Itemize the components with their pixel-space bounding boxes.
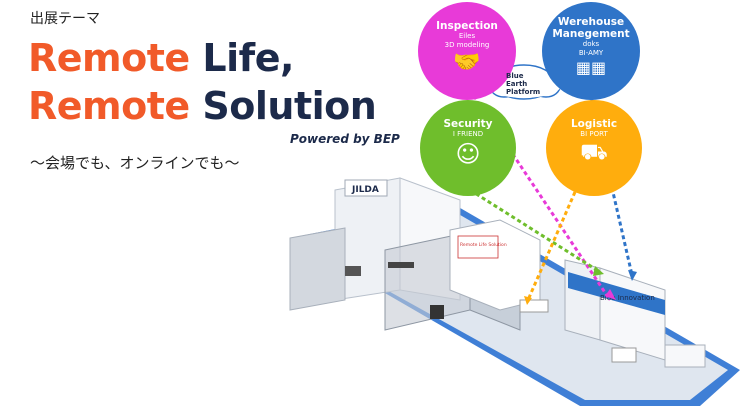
boxes-icon: ▦▦ (575, 58, 607, 77)
arrow-logistic-head (524, 296, 532, 305)
sign-center (457, 235, 499, 259)
arrow-logistic (526, 191, 577, 301)
booth-panel-left (289, 227, 346, 311)
arrow-inspection-head (605, 289, 616, 300)
cloud-label: Blue Earth Platform (506, 72, 540, 96)
counter-2 (611, 347, 637, 363)
counter-3 (664, 344, 706, 368)
security-title: Security (443, 118, 493, 130)
table-2 (388, 262, 414, 268)
cloud-line-2: Earth (506, 80, 528, 88)
sign-left (344, 179, 388, 197)
warehouse-title-1: Werehouse (557, 16, 625, 28)
security-sub1: I FRIEND (452, 130, 484, 138)
theme-label: 出展テーマ (30, 11, 100, 27)
subtitle: 〜会場でも、オンラインでも〜 (30, 154, 240, 172)
warehouse-title-2: Manegement (552, 28, 630, 40)
inspection-sub1: Eiles (458, 32, 476, 40)
inspection-title: Inspection (436, 20, 498, 32)
sign-center-text: Remote Life Solution (460, 242, 507, 248)
handshake-icon: 🤝 (453, 50, 481, 75)
security-circle: Security I FRIEND ☺ (420, 100, 516, 196)
warehouse-circle: Werehouse Manegement doks BI-AMY ▦▦ (542, 2, 640, 100)
headline-line-2: Remote Solution (28, 84, 377, 128)
table-1 (345, 266, 361, 276)
logistic-circle: Logistic BI PORT ⛟ (546, 100, 642, 196)
guard-icon: ☺ (455, 140, 481, 168)
warehouse-sub2: BI-AMY (578, 49, 604, 57)
arrow-security (469, 188, 601, 274)
headline-line-1: Remote Life, (28, 36, 294, 80)
arrow-security-head (593, 266, 604, 276)
headline-2-navy: Solution (189, 84, 377, 128)
inspection-circle: Inspection Eiles 3D modeling 🤝 (418, 2, 516, 100)
sign-right-band (568, 272, 665, 315)
sign-left-text: JILDA (351, 185, 379, 195)
monitor-stand (430, 305, 444, 319)
headline-1-navy: Life, (189, 36, 294, 80)
sign-right-text: Blue Innovation (600, 294, 655, 302)
cloud-line-1: Blue (506, 72, 524, 80)
counter-1 (519, 299, 549, 313)
inspection-sub2: 3D modeling (444, 41, 490, 49)
logistic-sub1: BI PORT (580, 130, 608, 138)
powered-by: Powered by BEP (290, 132, 400, 146)
logistic-title: Logistic (570, 118, 618, 130)
warehouse-sub1: doks (582, 40, 600, 48)
arrow-warehouse-head (628, 270, 637, 281)
cart-icon: ⛟ (580, 140, 608, 165)
headline-2-red: Remote (28, 84, 190, 128)
cloud-line-3: Platform (506, 88, 541, 96)
headline-1-red: Remote (28, 36, 190, 80)
